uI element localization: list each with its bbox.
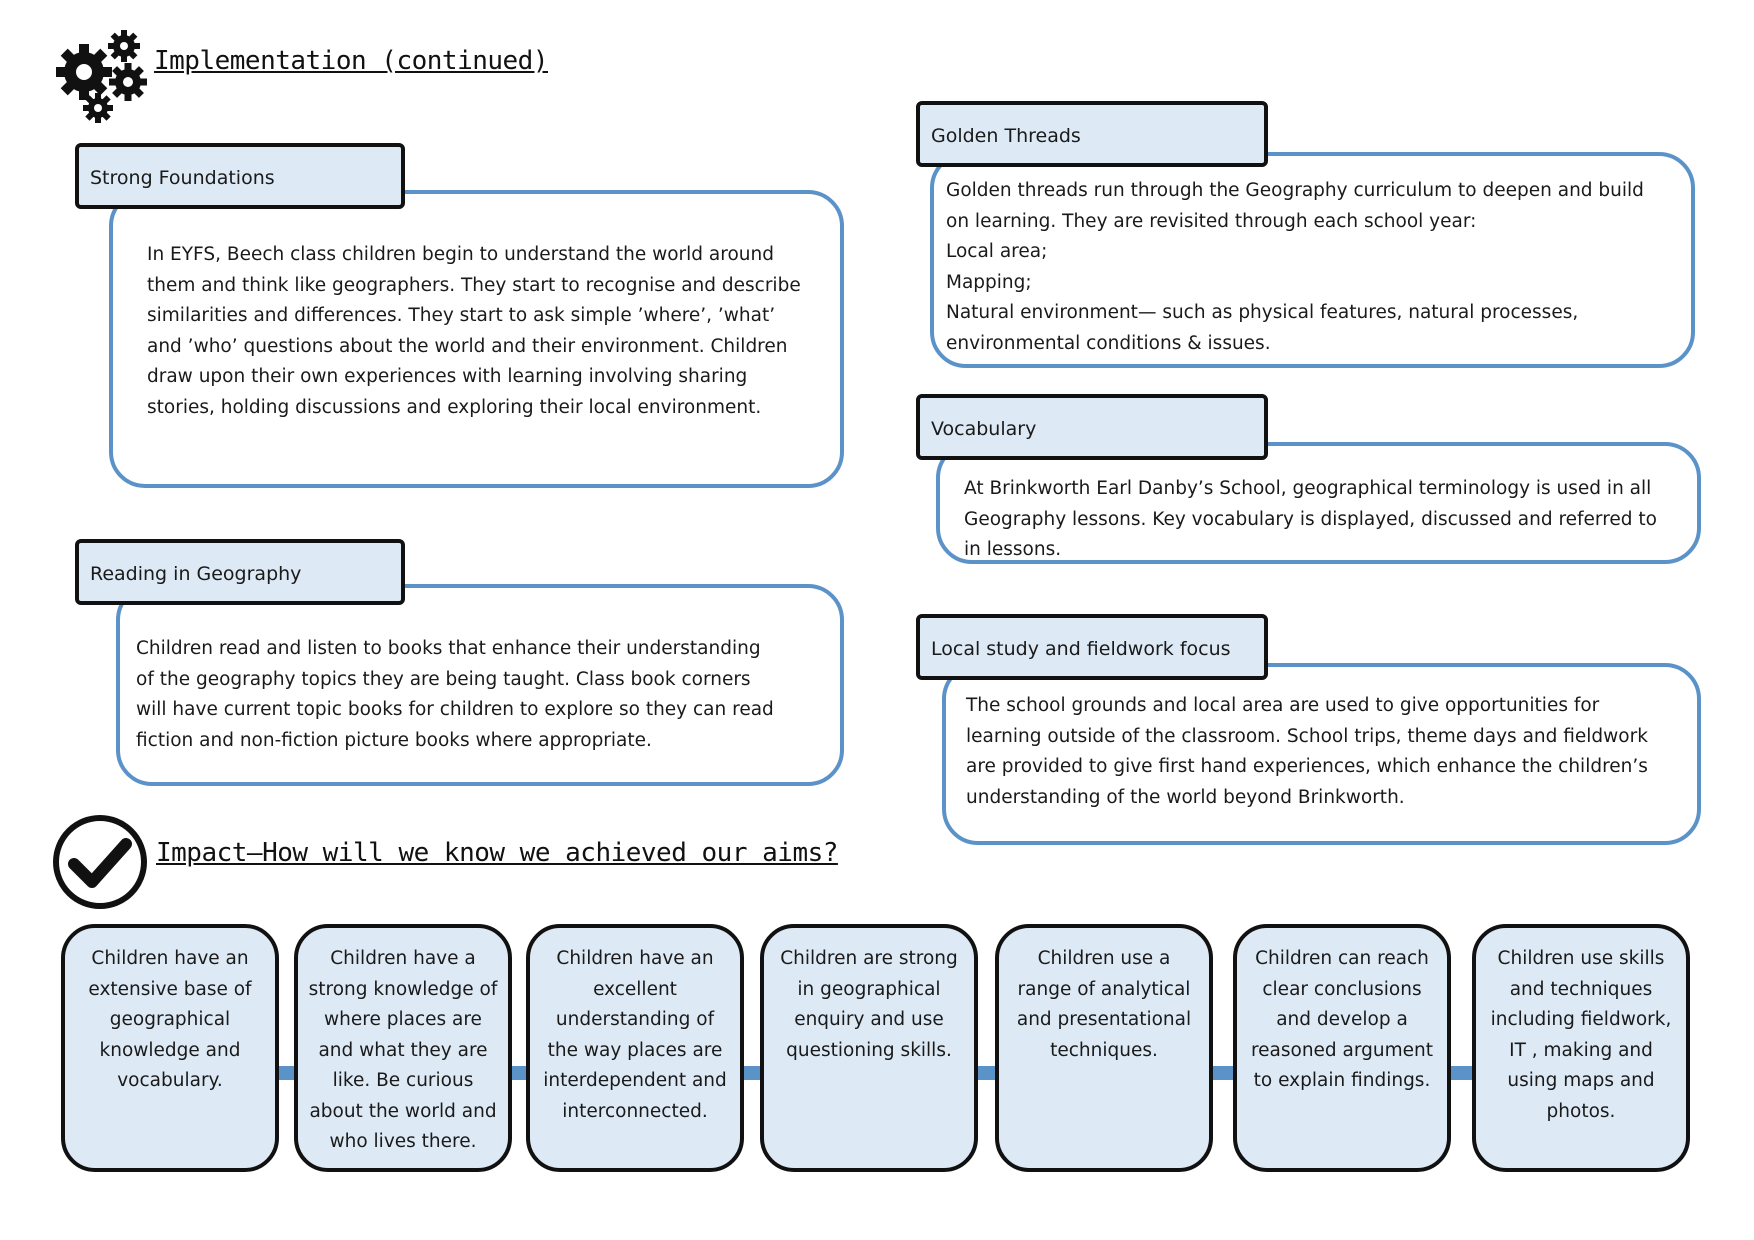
golden-threads-title: Golden Threads xyxy=(931,125,1081,147)
local-study-box: The school grounds and local area are us… xyxy=(942,663,1701,845)
golden-threads-line-2: Local area; xyxy=(946,241,1048,262)
reading-box: Children read and listen to books that e… xyxy=(116,584,844,786)
local-study-title: Local study and fieldwork focus xyxy=(931,638,1231,660)
impact-item-text: Children use a range of analytical and p… xyxy=(1016,948,1192,1061)
impact-item-2: Children have a strong knowledge of wher… xyxy=(294,924,512,1172)
impact-item-4: Children are strong in geographical enqu… xyxy=(760,924,978,1172)
impact-item-text: Children can reach clear conclusions and… xyxy=(1250,948,1434,1091)
impact-item-text: Children have a strong knowledge of wher… xyxy=(308,948,498,1152)
strong-foundations-title: Strong Foundations xyxy=(90,167,275,189)
impact-item-text: Children use skills and techniques inclu… xyxy=(1490,948,1672,1122)
checkmark-circle-icon xyxy=(52,814,148,910)
reading-title: Reading in Geography xyxy=(90,563,302,585)
impact-item-text: Children have an extensive base of geogr… xyxy=(88,948,252,1091)
vocabulary-title: Vocabulary xyxy=(931,418,1037,440)
local-study-text: The school grounds and local area are us… xyxy=(966,695,1648,808)
golden-threads-line-3: Mapping; xyxy=(946,271,1032,293)
strong-foundations-text: In EYFS, Beech class children begin to u… xyxy=(147,244,801,418)
impact-connector-6 xyxy=(1448,1066,1474,1080)
impact-item-5: Children use a range of analytical and p… xyxy=(995,924,1213,1172)
golden-threads-box: Golden threads run through the Geography… xyxy=(930,152,1695,368)
strong-foundations-tab: Strong Foundations xyxy=(75,143,405,209)
golden-threads-line-4: Natural environment— such as physical fe… xyxy=(946,302,1579,354)
impact-item-3: Children have an excellent understanding… xyxy=(526,924,744,1172)
local-study-tab: Local study and fieldwork focus xyxy=(916,614,1268,680)
impact-title: Impact—How will we know we achieved our … xyxy=(156,838,838,868)
impact-item-7: Children use skills and techniques inclu… xyxy=(1472,924,1690,1172)
impact-item-1: Children have an extensive base of geogr… xyxy=(61,924,279,1172)
impact-item-text: Children are strong in geographical enqu… xyxy=(780,948,958,1061)
impact-item-text: Children have an excellent understanding… xyxy=(543,948,727,1122)
impact-connector-3 xyxy=(740,1066,764,1080)
reading-text: Children read and listen to books that e… xyxy=(136,638,774,751)
vocabulary-tab: Vocabulary xyxy=(916,394,1268,460)
vocabulary-text: At Brinkworth Earl Danby’s School, geogr… xyxy=(964,478,1657,560)
implementation-title: Implementation (continued) xyxy=(154,46,549,76)
impact-connector-5 xyxy=(1210,1066,1236,1080)
impact-connector-4 xyxy=(974,1066,998,1080)
gears-icon xyxy=(48,24,148,124)
strong-foundations-box: In EYFS, Beech class children begin to u… xyxy=(109,190,844,488)
impact-item-6: Children can reach clear conclusions and… xyxy=(1233,924,1451,1172)
golden-threads-line-1: Golden threads run through the Geography… xyxy=(946,180,1644,232)
reading-tab: Reading in Geography xyxy=(75,539,405,605)
vocabulary-box: At Brinkworth Earl Danby’s School, geogr… xyxy=(936,442,1701,564)
golden-threads-tab: Golden Threads xyxy=(916,101,1268,167)
